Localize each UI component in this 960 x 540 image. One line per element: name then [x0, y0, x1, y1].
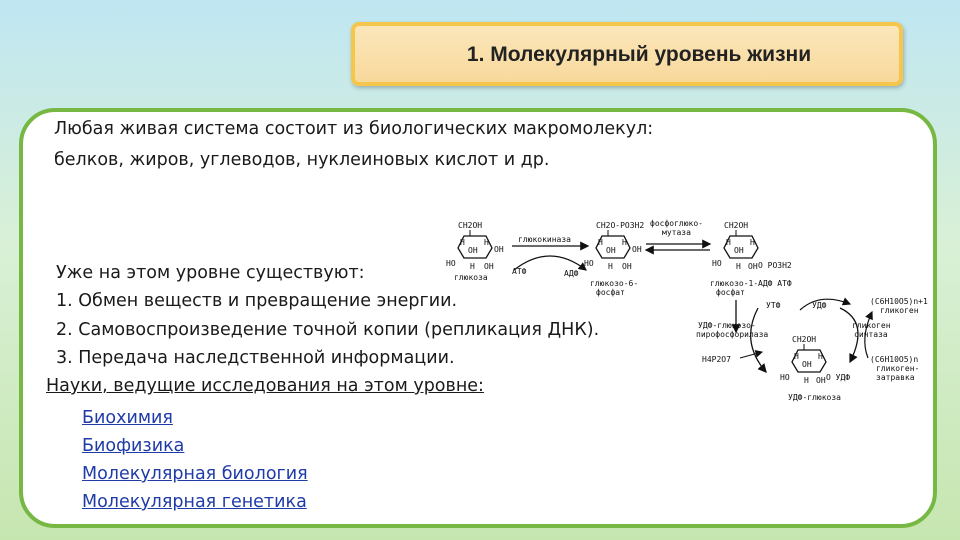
g6p-oh-right: OH [632, 245, 642, 254]
glucose-ho-label: HO [446, 259, 456, 268]
glucokinase-label: глюкокиназа [518, 235, 571, 244]
intro-line-1: Любая живая система состоит из биологиче… [54, 119, 654, 139]
udfg-o-udf-label: O УДФ [826, 373, 850, 382]
udf-glucose-name: УДФ-глюкоза [788, 393, 841, 402]
g1p-ch2oh-label: CH2OH [724, 221, 748, 230]
adf-label: АДФ [564, 269, 579, 278]
svg-text:H: H [608, 262, 613, 271]
svg-text:H: H [750, 238, 755, 247]
g6p-oh-label: OH [606, 246, 616, 255]
svg-text:H: H [460, 238, 465, 247]
mutase-label: фосфоглюко-мутаза [650, 219, 703, 237]
svg-text:H: H [484, 238, 489, 247]
svg-text:H: H [794, 352, 799, 361]
svg-text:OH: OH [748, 262, 758, 271]
udfg-ch2oh-label: CH2OH [792, 335, 816, 344]
udfg-ho-label: HO [780, 373, 790, 382]
glucose-oh-right: OH [494, 245, 504, 254]
svg-text:H: H [470, 262, 475, 271]
content-panel [19, 108, 937, 528]
svg-text:H: H [804, 376, 809, 385]
g6p-ho-label: HO [584, 259, 594, 268]
glucose-ch2oh-label: CH2OH [458, 221, 482, 230]
intro-line-2: белков, жиров, углеводов, нуклеиновых ки… [54, 150, 550, 170]
udf-pyro-label: УДФ-глюкозо-пирофосфорилаза [696, 321, 768, 339]
page-title: 1. Молекулярный уровень жизни [466, 43, 812, 66]
udf-label: УДФ [812, 301, 827, 310]
udfg-oh-label: OH [802, 360, 812, 369]
svg-text:H: H [598, 238, 603, 247]
exists-item-3: 3. Передача наследственной информации. [56, 348, 455, 368]
g1p-ho-label: HO [712, 259, 722, 268]
svg-text:H: H [726, 238, 731, 247]
svg-text:OH: OH [622, 262, 632, 271]
g6p-ch2o-label: CH2O-PO3H2 [596, 221, 644, 230]
glucose-1p-name: глюкозо-1-фосфат [710, 279, 758, 297]
science-link-biochemistry[interactable]: Биохимия [82, 408, 173, 428]
svg-text:OH: OH [484, 262, 494, 271]
g1p-oh-label: OH [734, 246, 744, 255]
exists-heading: Уже на этом уровне существуют: [56, 263, 365, 283]
glucose-name: глюкоза [454, 273, 488, 282]
svg-text:OH: OH [816, 376, 826, 385]
svg-text:H: H [622, 238, 627, 247]
science-link-biophysics[interactable]: Биофизика [82, 436, 185, 456]
glucose-6p-name: глюкозо-6-фосфат [590, 279, 638, 297]
title-box: 1. Молекулярный уровень жизни [351, 22, 903, 86]
exists-item-1: 1. Обмен веществ и превращение энергии. [56, 291, 458, 311]
atf-label: АТФ [512, 267, 527, 276]
svg-text:H: H [736, 262, 741, 271]
svg-text:H: H [818, 352, 823, 361]
exists-item-2: 2. Самовоспроизведение точной копии (реп… [56, 320, 600, 340]
h4p2o7-label: H4P2O7 [702, 355, 731, 364]
science-link-molecular-genetics[interactable]: Молекулярная генетика [82, 492, 307, 512]
sciences-heading: Науки, ведущие исследования на этом уров… [46, 376, 484, 396]
glucose-oh-label: OH [468, 246, 478, 255]
science-link-molecular-biology[interactable]: Молекулярная биология [82, 464, 308, 484]
g1p-po3-label: O PO3H2 [758, 261, 792, 270]
adf-atf-label: АДФ АТФ [758, 279, 792, 288]
utf-label: УТФ [766, 301, 781, 310]
